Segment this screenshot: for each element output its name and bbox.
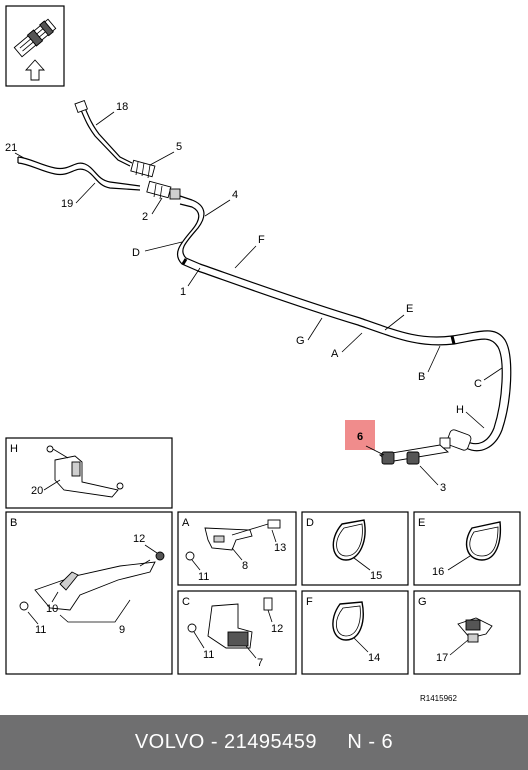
callout-H: H (456, 404, 464, 416)
parts-diagram: 6 18 21 19 5 2 4 D F 1 E G A B C H 3 (5, 5, 521, 703)
inset-D: D 15 (301, 511, 409, 586)
inset-C-part-7: 7 (257, 657, 263, 669)
hose-21-19 (17, 156, 141, 191)
inset-D-part-15: 15 (370, 570, 382, 582)
connector-2 (146, 180, 181, 200)
callout-21: 21 (5, 142, 17, 154)
footer-text: VOLVO - 21495459 N - 6 (134, 731, 394, 753)
inset-F-part-14: 14 (368, 652, 380, 664)
callout-G: G (296, 335, 305, 347)
callout-A: A (331, 348, 339, 360)
callout-1: 1 (180, 286, 186, 298)
orientation-icon (5, 5, 65, 87)
inset-E-part-16: 16 (432, 566, 444, 578)
inset-E-letter: E (418, 517, 425, 529)
callout-19: 19 (61, 198, 73, 210)
inset-C-part-11: 11 (203, 649, 214, 661)
hose-18 (74, 99, 133, 167)
inset-A-letter: A (182, 517, 190, 529)
callout-5: 5 (176, 141, 182, 153)
callout-C: C (474, 378, 482, 390)
callout-F: F (258, 234, 265, 246)
inset-A-part-11: 11 (198, 571, 209, 583)
inset-E: E 16 (413, 511, 521, 586)
inset-G-part-17: 17 (436, 652, 448, 664)
callout-4: 4 (232, 189, 238, 201)
inset-H: H 20 (5, 437, 173, 509)
footer-bar: VOLVO - 21495459 N - 6 (0, 715, 528, 770)
inset-C-part-12: 12 (271, 623, 283, 635)
callout-E: E (406, 303, 413, 315)
callout-6: 6 (357, 431, 363, 443)
callout-2: 2 (142, 211, 148, 223)
inset-C: C 12 11 7 (177, 590, 297, 675)
callout-B: B (418, 371, 425, 383)
callout-3: 3 (440, 482, 446, 494)
inset-A-part-13: 13 (274, 542, 286, 554)
inset-A: A 13 8 11 (177, 511, 297, 586)
inset-B-part-10: 10 (46, 603, 58, 615)
inset-F: F 14 (301, 590, 409, 675)
clip-bracket-3 (378, 444, 450, 465)
main-fuel-line (177, 195, 512, 452)
inset-B-part-12: 12 (133, 533, 145, 545)
callout-18: 18 (116, 101, 128, 113)
inset-C-letter: C (182, 596, 190, 608)
inset-G-letter: G (418, 596, 427, 608)
callout-group: 18 21 19 5 2 4 D F 1 E G A B C H 3 (5, 101, 503, 494)
connector-5 (130, 159, 156, 179)
highlight-callout-6 (345, 420, 375, 450)
inset-H-part-20: 20 (31, 485, 43, 497)
inset-B: B 12 10 11 9 (5, 511, 173, 675)
reference-code: R1415962 (420, 694, 457, 703)
inset-F-letter: F (306, 596, 313, 608)
callout-D: D (132, 247, 140, 259)
inset-B-letter: B (10, 517, 17, 529)
inset-B-part-11: 11 (35, 624, 46, 636)
inset-A-part-8: 8 (242, 560, 248, 572)
inset-H-letter: H (10, 443, 18, 455)
inset-G: G 17 (413, 590, 521, 675)
inset-D-letter: D (306, 517, 314, 529)
inset-B-part-9: 9 (119, 624, 125, 636)
